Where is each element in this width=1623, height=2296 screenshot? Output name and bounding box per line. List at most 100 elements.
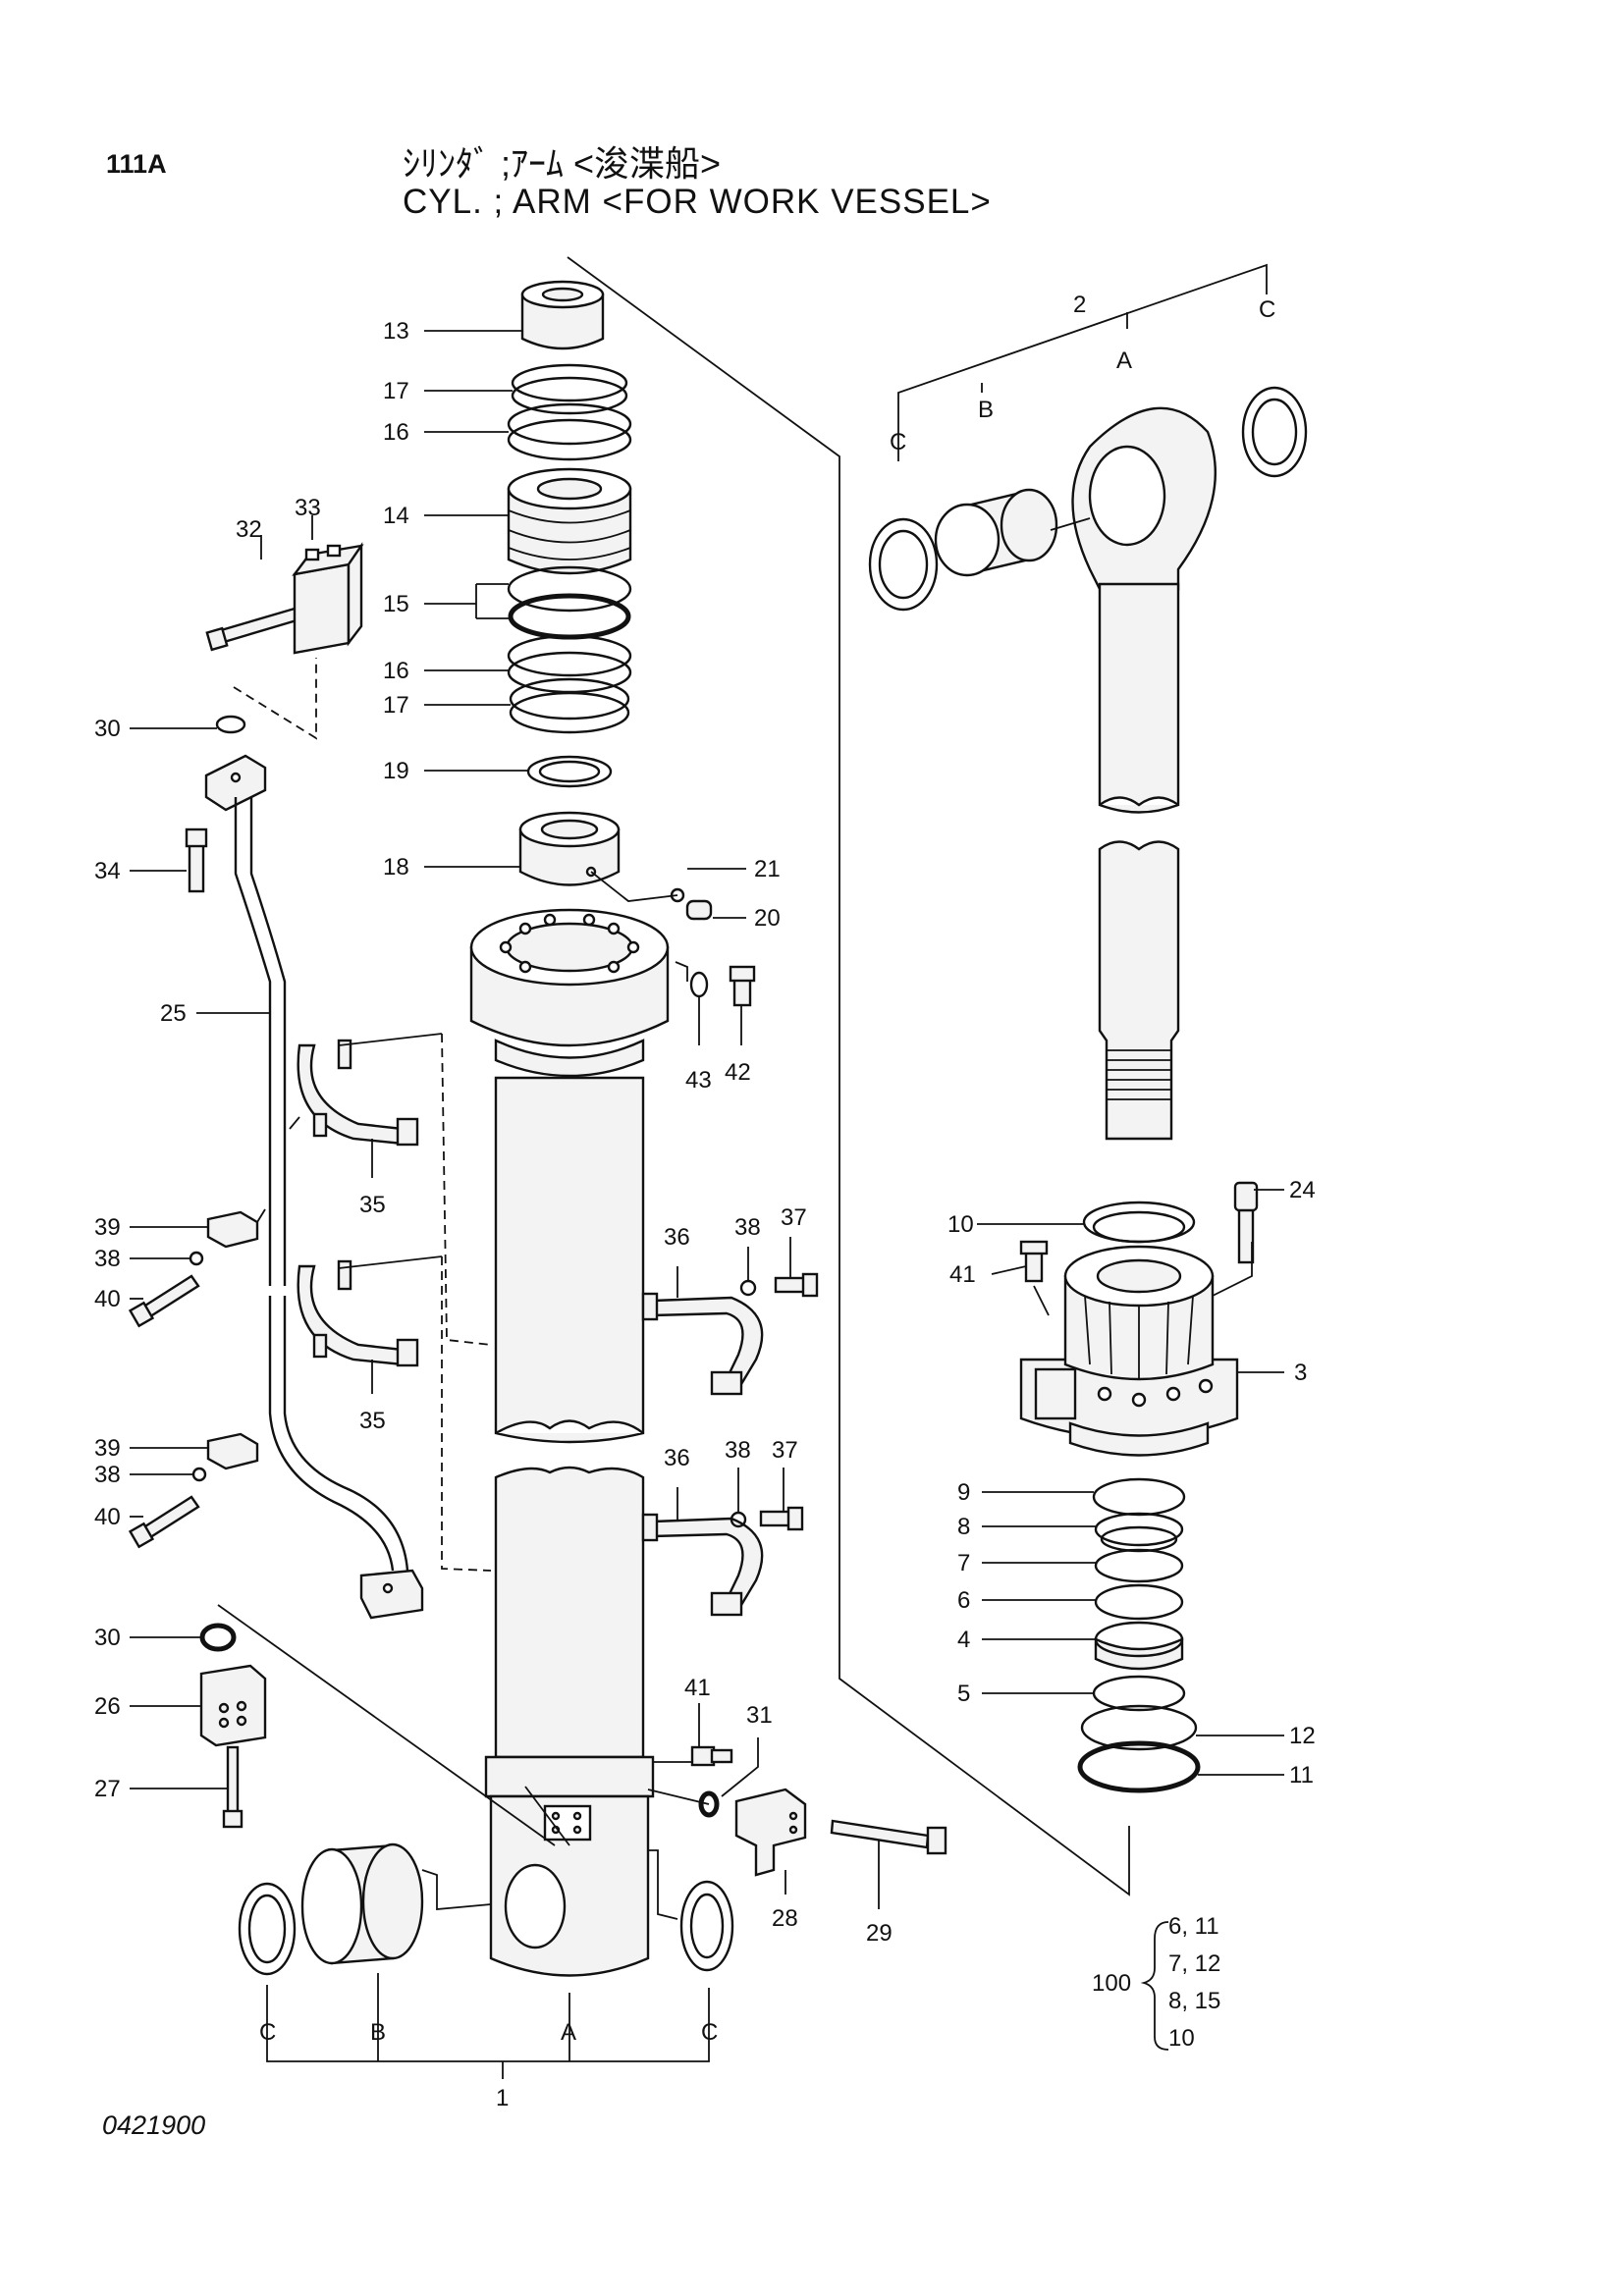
callout-36: 36 <box>664 1445 690 1471</box>
callout-7: 7 <box>957 1550 970 1576</box>
callout-33: 33 <box>295 495 321 521</box>
part-13-bushing <box>520 280 605 350</box>
callout-17: 17 <box>383 692 409 719</box>
part-30-o-ring-a <box>215 715 246 734</box>
part-9-seal <box>1092 1477 1186 1517</box>
callout-10: 10 <box>947 1211 974 1238</box>
callout-40: 40 <box>94 1504 121 1530</box>
part-8-seal <box>1094 1512 1184 1547</box>
kit-line-3: 8, 15 <box>1168 1988 1220 2014</box>
callout-8: 8 <box>957 1514 970 1540</box>
part-18-nut <box>518 811 621 886</box>
callout-b: B <box>370 2019 386 2046</box>
part-24-bolt <box>1233 1181 1259 1264</box>
part-41-grease-fitting-a <box>690 1745 733 1767</box>
part-15-seal-b <box>508 593 631 640</box>
part-c-seal-right <box>679 1880 734 1972</box>
callout-21: 21 <box>754 856 781 882</box>
callout-c: C <box>701 2019 718 2046</box>
part-b-bushing-rod <box>934 488 1058 577</box>
part-15-seal-a <box>507 565 632 613</box>
part-a-rod-eye <box>1071 406 1217 1141</box>
leader-lines <box>130 330 1284 1909</box>
callout-38: 38 <box>725 1437 751 1464</box>
part-17-seal-b <box>509 677 630 721</box>
part-36-clamp-b <box>641 1513 764 1617</box>
hose-flange-top <box>204 754 267 812</box>
part-3-rod-cover <box>1019 1245 1239 1457</box>
part-31-o-ring <box>698 1790 720 1818</box>
page-code: 111A <box>106 149 167 179</box>
cylinder-tube-upper <box>469 908 670 1444</box>
callout-32: 32 <box>236 516 262 543</box>
callout-25: 25 <box>160 1000 187 1027</box>
callout-24: 24 <box>1289 1177 1316 1203</box>
callout-a: A <box>1116 347 1132 374</box>
part-16-seal-a <box>507 402 632 446</box>
kit-line-4: 10 <box>1168 2025 1195 2052</box>
callout-c: C <box>259 2019 276 2046</box>
part-34-bolt <box>185 828 208 893</box>
callout-1: 1 <box>496 2085 509 2111</box>
part-6-seal <box>1094 1583 1184 1621</box>
callout-18: 18 <box>383 854 409 881</box>
callout-a: A <box>561 2019 576 2046</box>
callout-c: C <box>890 429 906 455</box>
callout-31: 31 <box>746 1702 773 1729</box>
part-19-shim <box>526 755 613 788</box>
part-c-seal-rod-right <box>1241 386 1308 478</box>
part-17-seal-a <box>511 363 628 402</box>
callout-41: 41 <box>949 1261 976 1288</box>
part-29-bolt <box>830 1819 947 1855</box>
callout-12: 12 <box>1289 1723 1316 1749</box>
part-c-seal-left <box>238 1882 297 1976</box>
callout-39: 39 <box>94 1214 121 1241</box>
part-26-valve-block <box>199 1664 267 1747</box>
callout-30: 30 <box>94 716 121 742</box>
part-38-washer-c <box>191 1467 207 1482</box>
callout-20: 20 <box>754 905 781 932</box>
callout-17: 17 <box>383 378 409 404</box>
callout-26: 26 <box>94 1693 121 1720</box>
callout-35: 35 <box>359 1192 386 1218</box>
part-32-bolt <box>205 607 298 652</box>
callout-c: C <box>1259 296 1275 323</box>
callout-38: 38 <box>94 1462 121 1488</box>
part-11-o-ring <box>1077 1740 1201 1793</box>
part-14-rod-head <box>507 467 632 575</box>
callout-42: 42 <box>725 1059 751 1086</box>
callout-28: 28 <box>772 1905 798 1932</box>
title-japanese: ｼﾘﾝﾀﾞ ;ｱｰﾑ <浚渫船> <box>403 143 722 184</box>
callout-6: 6 <box>957 1587 970 1614</box>
callout-39: 39 <box>94 1435 121 1462</box>
left-hose-assembly <box>128 542 492 1620</box>
callout-37: 37 <box>772 1437 798 1464</box>
part-40-bolt-b <box>128 1495 200 1549</box>
callout-13: 13 <box>383 318 409 345</box>
part-4-wear-ring <box>1094 1637 1184 1671</box>
part-42-plug <box>729 965 756 1007</box>
part-39-block-b <box>206 1432 259 1470</box>
callout-36: 36 <box>664 1224 690 1251</box>
part-30-o-ring-b <box>199 1623 237 1652</box>
part-35-clamp-a <box>297 1039 419 1147</box>
callout-11: 11 <box>1289 1762 1314 1789</box>
callout-30: 30 <box>94 1625 121 1651</box>
kit-number: 100 <box>1092 1970 1131 1997</box>
callout-3: 3 <box>1294 1360 1307 1386</box>
seal-kit-list: 100 6, 11 7, 12 8, 15 10 <box>1092 1913 1220 2052</box>
part-41-grease-fitting-b <box>1019 1240 1049 1283</box>
part-28-block <box>734 1788 807 1877</box>
callout-16: 16 <box>383 419 409 446</box>
callout-43: 43 <box>685 1067 712 1094</box>
part-40-bolt-a <box>128 1274 200 1328</box>
callout-2: 2 <box>1073 292 1086 318</box>
part-37-bolt-a <box>774 1272 819 1298</box>
kit-line-2: 7, 12 <box>1168 1950 1220 1977</box>
callout-5: 5 <box>957 1681 970 1707</box>
part-39-block-a <box>206 1210 259 1249</box>
callout-9: 9 <box>957 1479 970 1506</box>
cylinder-assembly <box>469 280 713 1977</box>
callout-14: 14 <box>383 503 409 529</box>
